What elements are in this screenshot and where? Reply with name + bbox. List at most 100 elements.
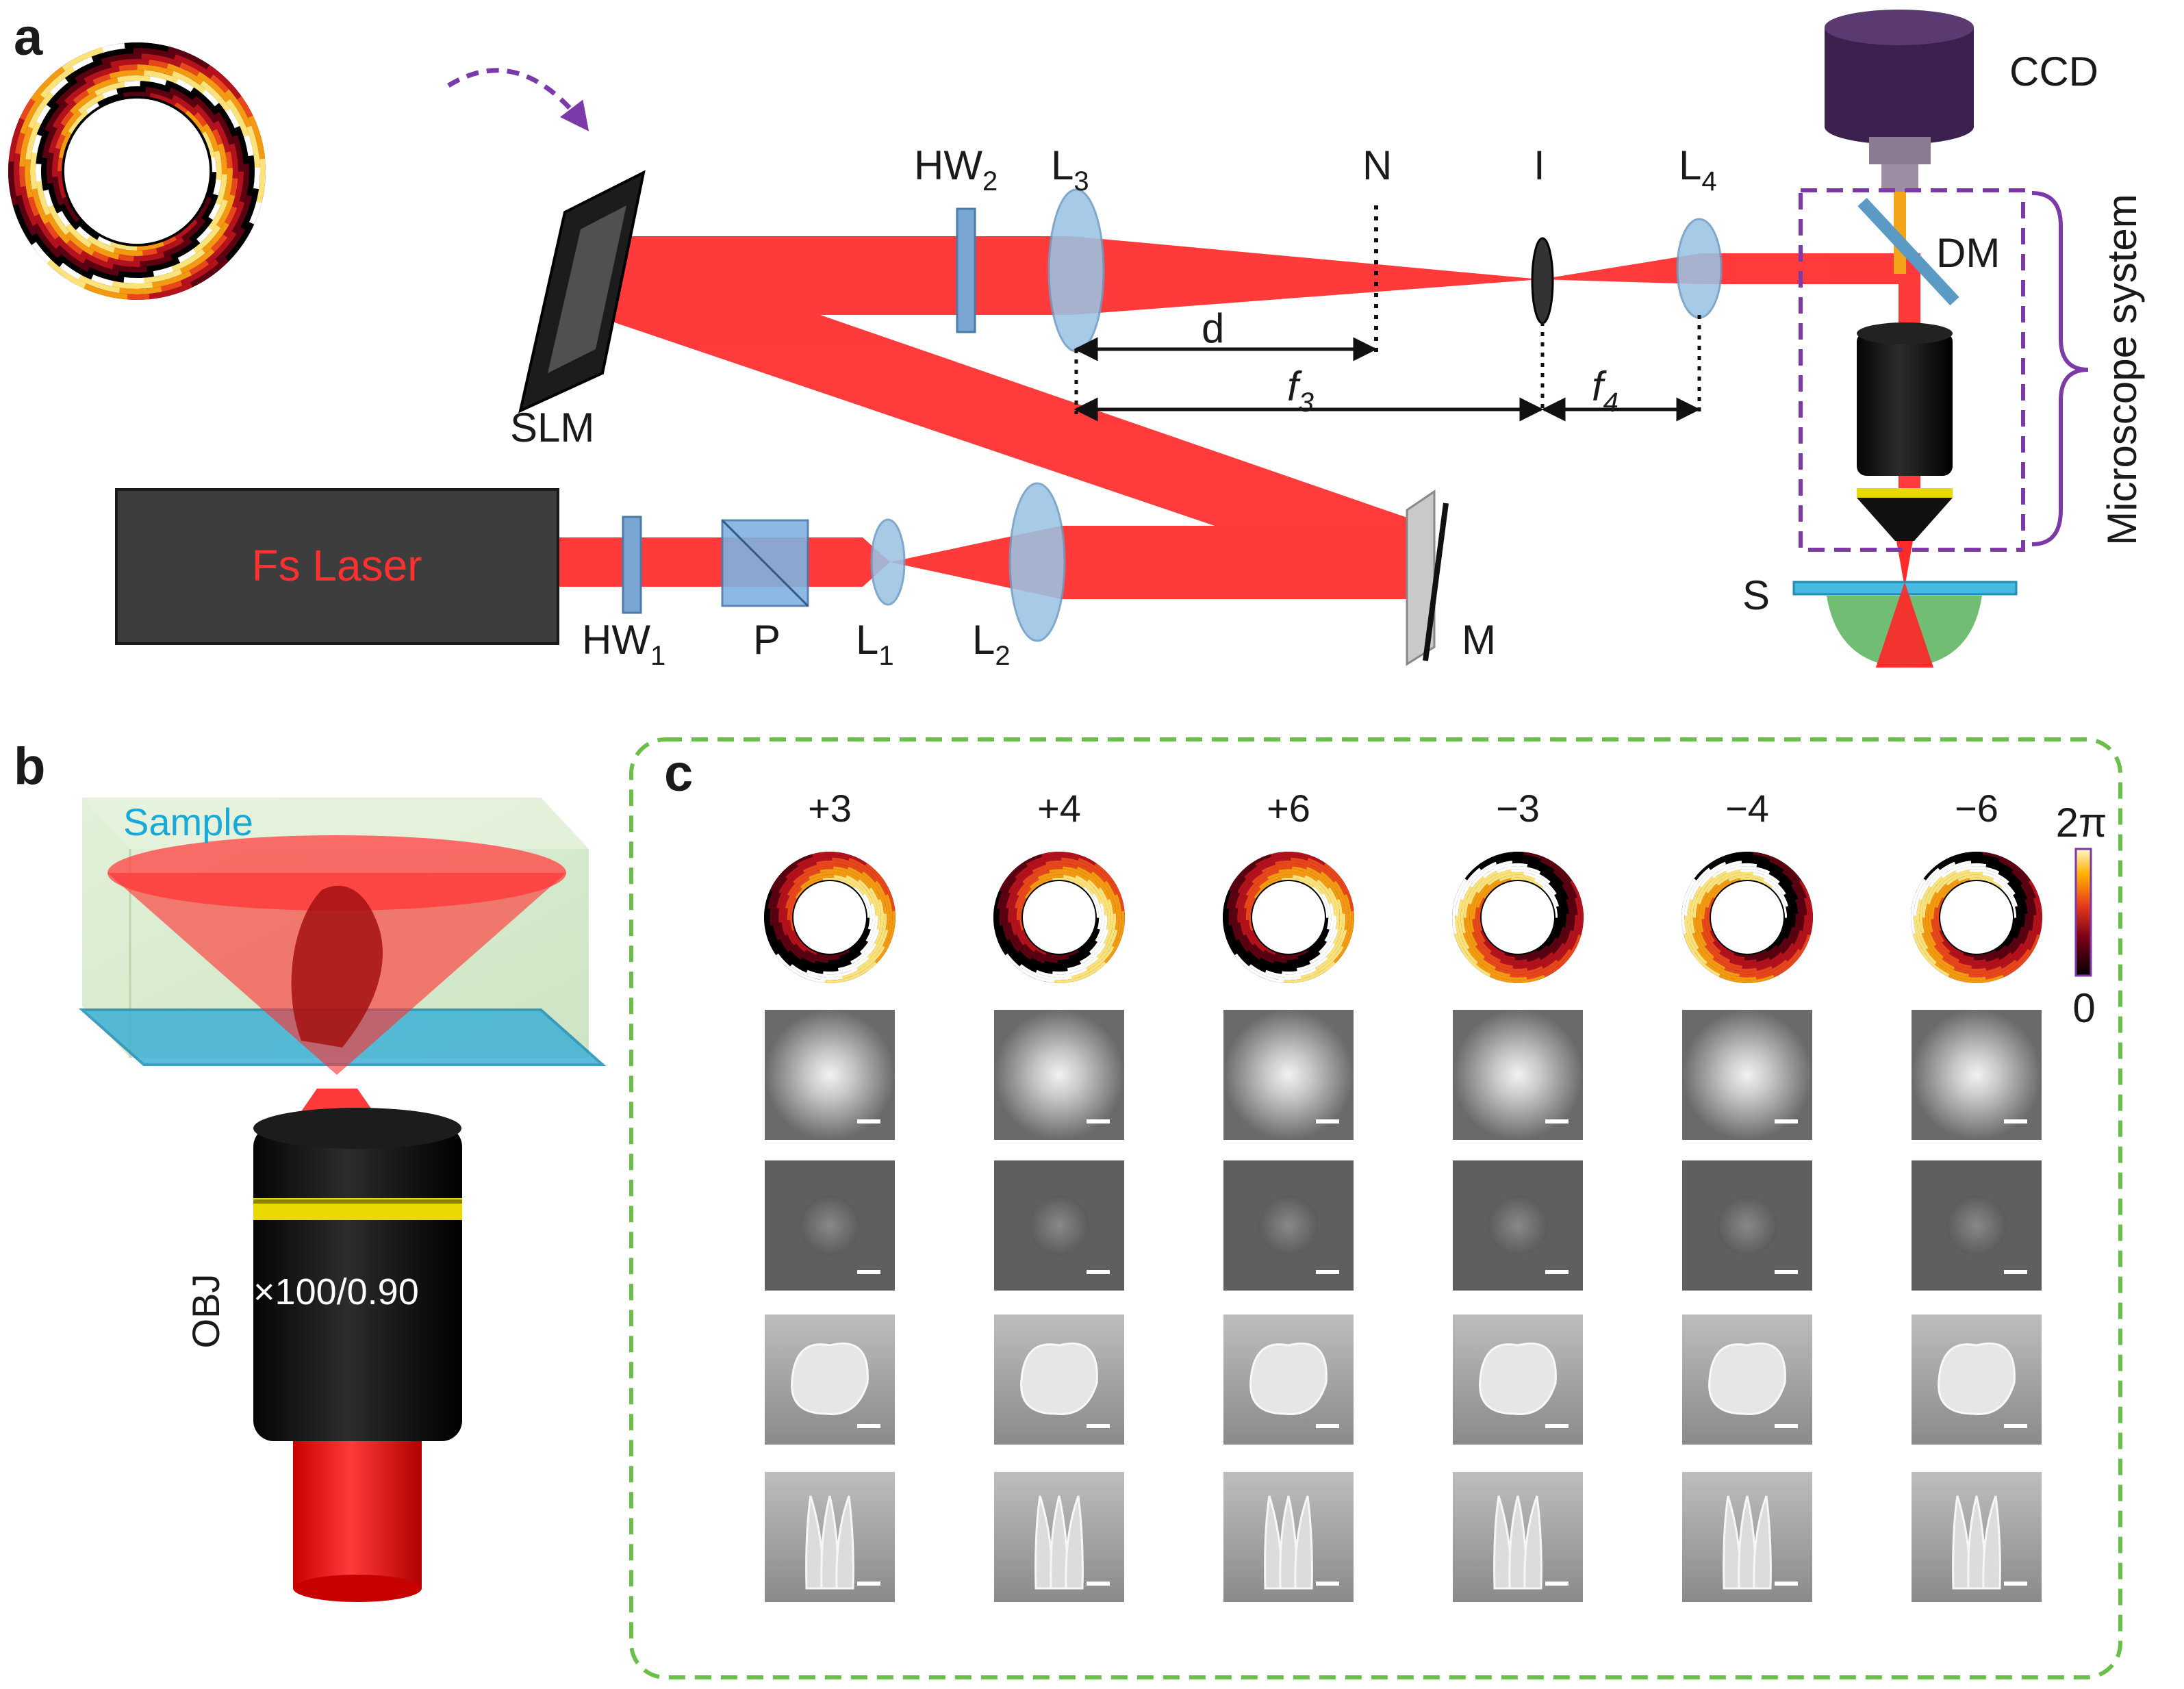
l3-label: L3 <box>1051 142 1089 196</box>
scale-bar <box>857 1119 880 1123</box>
sem-pillar <box>1523 1495 1542 1590</box>
lens-l4 <box>1676 218 1723 319</box>
l2-label: L2 <box>972 617 1011 671</box>
sem-pillar <box>1294 1495 1313 1590</box>
scale-bar <box>2004 1424 2027 1428</box>
sem-top-structure <box>1249 1342 1328 1415</box>
scale-bar <box>1087 1424 1110 1428</box>
hw1-label: HW1 <box>582 617 665 671</box>
focal-intensity-image <box>1912 1010 2042 1140</box>
fluorescence-spot <box>1258 1195 1319 1256</box>
objective-lens-b <box>253 1089 462 1441</box>
scale-bar <box>857 1582 880 1586</box>
sem-pillar <box>1753 1495 1772 1590</box>
scale-bar <box>1775 1119 1798 1123</box>
fs-laser-label: Fs Laser <box>252 541 422 590</box>
scale-bar <box>2004 1119 2027 1123</box>
scale-bar <box>1316 1582 1339 1586</box>
lens-l3 <box>1047 188 1105 353</box>
scale-bar <box>1545 1119 1569 1123</box>
l4-label: L4 <box>1679 142 1717 196</box>
order-label: +3 <box>808 787 852 830</box>
scale-bar <box>1087 1119 1110 1123</box>
objective-beam-end <box>293 1575 422 1602</box>
focal-intensity-image <box>1223 1010 1354 1140</box>
order-label: −6 <box>1955 787 1998 830</box>
fs-laser-box <box>115 488 559 645</box>
lens-l2 <box>1008 482 1066 642</box>
i-label: I <box>1534 142 1545 188</box>
order-label: +6 <box>1267 787 1310 830</box>
scale-bar <box>1087 1582 1110 1586</box>
ccd-label: CCD <box>2009 49 2098 94</box>
sample-label: Sample <box>123 800 253 843</box>
sem-top-structure <box>1708 1342 1786 1415</box>
panel-a-label: a <box>14 8 43 66</box>
scale-bar <box>1775 1582 1798 1586</box>
phase-mask-small <box>1911 852 2042 983</box>
phase-mask-small <box>1681 852 1813 983</box>
scale-bar <box>1316 1424 1339 1428</box>
ccd-camera <box>1825 10 1974 192</box>
results-grid: +3+4+6−3−4−6 <box>764 787 2042 1602</box>
phase-mask-small <box>993 852 1125 983</box>
scale-bar <box>1087 1270 1110 1274</box>
lens-l1 <box>870 518 906 606</box>
scale-bar <box>2004 1270 2027 1274</box>
sem-top-structure <box>1020 1342 1098 1415</box>
order-label: −3 <box>1496 787 1540 830</box>
focal-intensity-image <box>1682 1010 1812 1140</box>
fluorescence-spot <box>800 1195 860 1256</box>
microscope-system-label: Microscope system <box>2099 194 2145 545</box>
colorbar-min-label: 0 <box>2072 985 2095 1031</box>
order-label: −4 <box>1725 787 1769 830</box>
m-label: M <box>1462 617 1496 663</box>
fluorescence-spot <box>1488 1195 1548 1256</box>
fluorescence-spot <box>1029 1195 1089 1256</box>
scale-bar <box>1775 1270 1798 1274</box>
d-label: d <box>1202 305 1224 351</box>
sem-pillar <box>1982 1495 2001 1590</box>
scale-bar <box>1545 1270 1569 1274</box>
f4-label: f4 <box>1592 364 1618 418</box>
scale-bar <box>857 1424 880 1428</box>
half-wave-plate-2 <box>956 207 976 333</box>
microscope-system-frame <box>1799 188 2025 552</box>
scale-bar <box>857 1270 880 1274</box>
scale-bar <box>1775 1424 1798 1428</box>
scale-bar <box>1545 1424 1569 1428</box>
dichroic-mirror <box>1857 197 1959 306</box>
half-wave-plate-1 <box>622 516 642 614</box>
objective-beam <box>293 1441 422 1588</box>
sem-top-structure <box>791 1342 869 1415</box>
phase-mask-large <box>8 42 266 301</box>
sem-pillar <box>1065 1495 1084 1590</box>
phase-mask-small <box>764 852 896 983</box>
objective-lens-a <box>1857 322 1953 541</box>
scale-bar <box>2004 1582 2027 1586</box>
scale-bar <box>1316 1119 1339 1123</box>
scale-bar <box>1316 1270 1339 1274</box>
mask-to-slm-arrow <box>447 68 589 131</box>
l1-label: L1 <box>856 617 894 671</box>
dm-label: DM <box>1936 230 2000 276</box>
fluorescence-spot <box>1717 1195 1777 1256</box>
phase-mask-small <box>1452 852 1584 983</box>
sem-top-structure <box>1479 1342 1557 1415</box>
sem-top-structure <box>1938 1342 2016 1415</box>
focal-intensity-image <box>994 1010 1124 1140</box>
polarizer-cube <box>721 519 809 607</box>
s-label: S <box>1742 572 1770 618</box>
focus-beam-a <box>1896 541 1913 587</box>
fabricated-microstructure <box>291 885 383 1047</box>
colorbar <box>2074 848 2092 977</box>
panel-b-label: b <box>14 737 45 796</box>
hw2-label: HW2 <box>914 142 998 196</box>
phase-mask-small <box>1223 852 1354 983</box>
microscope-brace <box>2031 191 2089 546</box>
panel-c-frame <box>629 737 2122 1679</box>
n-label: N <box>1362 142 1392 188</box>
fluorescence-spot <box>1946 1195 2007 1256</box>
slm-label: SLM <box>510 405 594 450</box>
